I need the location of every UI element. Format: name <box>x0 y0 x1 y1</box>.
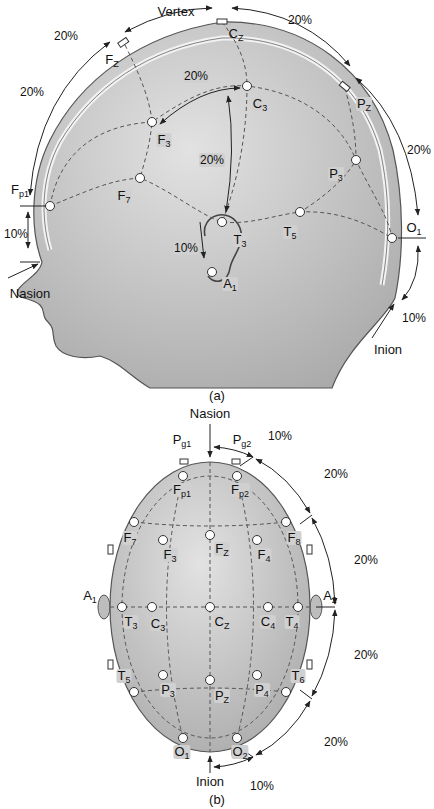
electrodes <box>118 472 303 743</box>
distance-label: 10% <box>401 311 427 325</box>
head-top <box>110 462 310 752</box>
landmark-label: Inion <box>195 775 225 789</box>
distance-label: 20% <box>323 735 349 749</box>
electrode-label: Fp1 <box>172 483 192 497</box>
electrode-label: F4 <box>257 548 272 562</box>
head-profile <box>17 22 401 388</box>
measure-arrows <box>210 424 335 773</box>
electrode-label: T3 <box>233 233 248 247</box>
electrode-label: C3 <box>252 97 268 111</box>
side-view <box>8 8 426 388</box>
electrode-label: PZ <box>356 97 372 111</box>
electrode-label: F3 <box>163 548 178 562</box>
distance-label: 10% <box>173 241 199 255</box>
electrode-label: A1 <box>222 277 238 291</box>
electrode-lines <box>110 462 310 752</box>
electrode-label: Pg2 <box>232 433 253 447</box>
electrode-label: CZ <box>214 615 231 629</box>
electrode-label: Fp1 <box>10 183 30 197</box>
electrode-label: Fp2 <box>230 483 250 497</box>
electrode-label: P3 <box>160 683 176 697</box>
distance-label: 10% <box>3 227 29 241</box>
electrode-label: T6 <box>291 669 306 683</box>
electrode-label: CZ <box>228 27 245 41</box>
electrode-label: F3 <box>157 133 172 147</box>
edge-ticks <box>108 459 312 755</box>
electrode-label: T5 <box>117 669 132 683</box>
electrode-label: Pg1 <box>172 433 193 447</box>
landmark-label: Nasion <box>189 407 231 421</box>
distance-label: 20% <box>353 648 379 662</box>
electrode-label: C4 <box>260 615 276 629</box>
distance-label: 20% <box>199 153 225 167</box>
distance-label: 20% <box>19 85 45 99</box>
distance-label: 20% <box>323 467 349 481</box>
scalp-line <box>44 38 388 285</box>
distance-label: 20% <box>287 13 313 27</box>
ear <box>98 595 110 619</box>
ear <box>204 215 241 281</box>
distance-label: 10% <box>267 429 293 443</box>
scalp-band <box>44 38 388 285</box>
midline-ticks <box>118 19 350 92</box>
electrode-label: F7 <box>117 189 132 203</box>
electrode-label: F7 <box>123 531 138 545</box>
landmark-label: (b) <box>208 793 226 807</box>
electrode-label: T5 <box>283 225 298 239</box>
electrode-label: O1 <box>173 745 190 759</box>
electrode-label: FZ <box>214 542 229 556</box>
electrode-label: A1 <box>82 589 98 603</box>
electrode-label: T3 <box>124 615 139 629</box>
distance-label: 20% <box>53 29 79 43</box>
electrode-label: O2 <box>231 745 248 759</box>
landmark-label: Vertex <box>157 5 196 19</box>
electrode-label: O1 <box>405 221 422 235</box>
top-view <box>98 424 335 773</box>
electrode-label: P3 <box>328 167 344 181</box>
electrode-label: FZ <box>104 53 119 67</box>
electrode-label: P4 <box>254 683 270 697</box>
distance-label: 20% <box>183 69 209 83</box>
electrode-label: PZ <box>214 689 230 703</box>
landmark-label: Inion <box>373 343 403 357</box>
distance-label: 20% <box>353 553 379 567</box>
electrode-label: A2 <box>322 589 338 603</box>
landmark-label: (a) <box>208 389 226 403</box>
electrode-label: F8 <box>287 531 302 545</box>
distance-label: 10% <box>249 779 275 793</box>
measure-arrows <box>8 8 426 338</box>
electrodes <box>46 82 397 277</box>
electrode-label: T4 <box>285 615 300 629</box>
distance-label: 20% <box>406 143 432 157</box>
electrode-lines <box>50 22 392 238</box>
landmark-label: Nasion <box>9 287 51 301</box>
electrode-label: C3 <box>150 617 166 631</box>
